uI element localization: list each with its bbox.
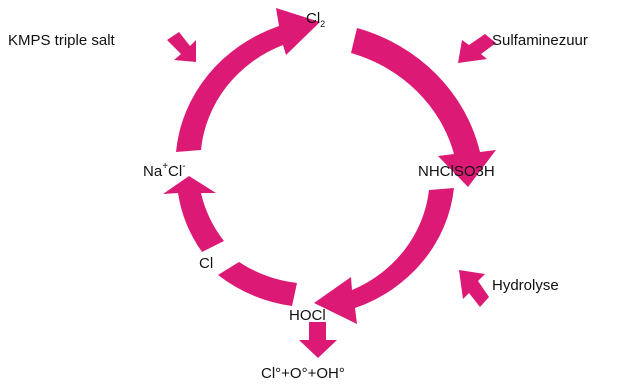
- label-cl2: Cl2: [306, 10, 325, 29]
- arrow-hydrolyse-input: [459, 270, 489, 307]
- arrow-cl2-to-nhclso3h: [351, 28, 496, 187]
- label-nacl: Na+Cl-: [143, 161, 186, 180]
- cycle-arrows: [163, 8, 496, 324]
- arrow-hocl-to-cl: [218, 262, 297, 306]
- label-hocl: HOCl: [289, 307, 326, 324]
- arrow-cl-to-nacl: [163, 176, 224, 252]
- label-nacl-cl: Cl: [168, 163, 182, 180]
- label-sulfaminezuur: Sulfaminezuur: [492, 32, 588, 49]
- input-arrows: [167, 32, 496, 358]
- label-products: Cl°+O°+OH°: [261, 365, 345, 382]
- arrow-sulfaminezuur-input: [458, 34, 496, 63]
- arrow-hocl-output: [299, 322, 337, 358]
- label-kmps: KMPS triple salt: [8, 32, 116, 49]
- label-nacl-minus: -: [182, 161, 185, 172]
- label-nacl-na: Na: [143, 163, 163, 180]
- label-cl2-subscript: 2: [320, 19, 325, 29]
- label-cl: Cl: [199, 255, 213, 272]
- arrow-nacl-to-cl2: [176, 8, 320, 152]
- label-nhclso3h: NHClSO3H: [418, 163, 495, 180]
- label-nacl-plus: +: [162, 161, 168, 172]
- arrow-nhclso3h-to-hocl: [314, 188, 454, 324]
- label-hydrolyse: Hydrolyse: [492, 277, 559, 294]
- arrow-kmps-input: [167, 32, 196, 62]
- label-cl2-base: Cl: [306, 10, 320, 27]
